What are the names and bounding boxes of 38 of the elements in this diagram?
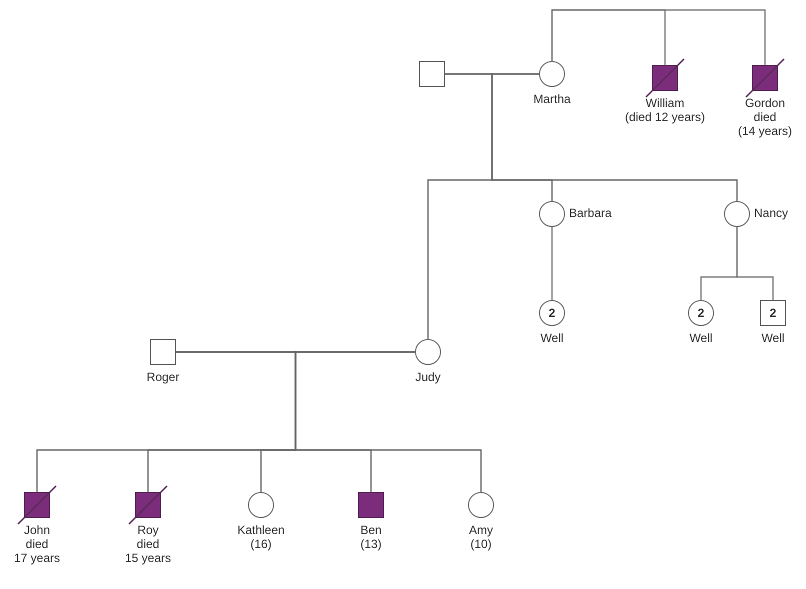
person-name: William <box>646 96 684 110</box>
affected-male-square <box>24 492 50 518</box>
person-name: Roger <box>146 370 180 384</box>
person-name: Nancy <box>754 206 788 220</box>
person-name: Gordon <box>744 96 786 110</box>
person-name: Kathleen <box>237 523 285 537</box>
affected-male-square <box>752 65 778 91</box>
person-note: (13) <box>360 537 382 551</box>
person-name: Roy <box>137 523 159 537</box>
person-note: 17 years <box>14 551 60 565</box>
affected-male-square <box>358 492 384 518</box>
affected-male-square <box>652 65 678 91</box>
person-name: Ben <box>360 523 382 537</box>
pedigree-line <box>551 9 766 65</box>
pedigree-line <box>294 351 482 492</box>
person-note: (14 years) <box>738 124 792 138</box>
person-note: (died 12 years) <box>624 110 706 124</box>
person-note: died <box>136 537 160 551</box>
person-name: Well <box>540 331 564 345</box>
person-name: Martha <box>533 92 571 106</box>
male-square <box>150 339 176 365</box>
person-note: 15 years <box>124 551 172 565</box>
pedigree-line <box>736 227 774 300</box>
person-name: Well <box>761 331 785 345</box>
person-name: Barbara <box>569 206 612 220</box>
person-note: died <box>26 537 48 551</box>
person-name: Well <box>689 331 713 345</box>
male-square: 2 <box>760 300 786 326</box>
affected-male-square <box>135 492 161 518</box>
person-name: Amy <box>469 523 493 537</box>
person-name: John <box>24 523 50 537</box>
person-name: Judy <box>415 370 441 384</box>
pedigree-line <box>551 227 553 300</box>
person-note: died <box>754 110 776 124</box>
pedigree-line <box>491 73 738 201</box>
person-note: (10) <box>470 537 492 551</box>
person-note: (16) <box>250 537 272 551</box>
male-square <box>419 61 445 87</box>
